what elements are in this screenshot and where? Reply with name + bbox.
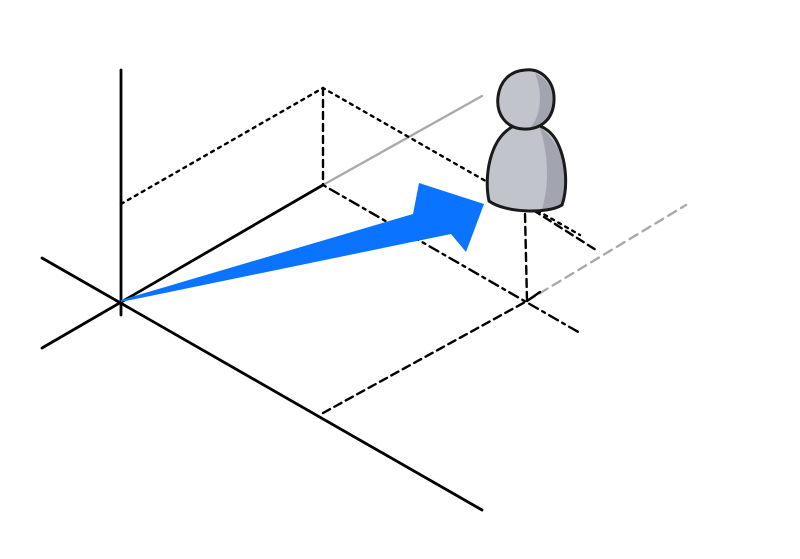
arrow-icon bbox=[121, 183, 484, 302]
depth-axis bbox=[40, 256, 484, 512]
faded-guides bbox=[321, 94, 688, 303]
person-head-outline bbox=[496, 68, 556, 131]
dashed-upper-right bbox=[531, 208, 598, 252]
person-head-shadow bbox=[529, 73, 554, 129]
horizontal-axis bbox=[40, 183, 325, 350]
faded-dashed-guide bbox=[525, 203, 688, 303]
ground-projection bbox=[321, 208, 598, 415]
person-body-shadow bbox=[540, 128, 566, 209]
dashed-ground-front bbox=[321, 299, 529, 415]
dashed-vertical-figure bbox=[523, 212, 529, 303]
vector-arrow bbox=[121, 183, 484, 302]
person-body-outline bbox=[485, 122, 568, 213]
person-figure-icon bbox=[485, 68, 568, 213]
axes bbox=[40, 68, 484, 512]
dashed-ground-side bbox=[525, 290, 542, 303]
upper-projection bbox=[119, 86, 582, 335]
dotted-depth-edge bbox=[321, 183, 582, 335]
faded-solid-guide bbox=[321, 94, 484, 187]
